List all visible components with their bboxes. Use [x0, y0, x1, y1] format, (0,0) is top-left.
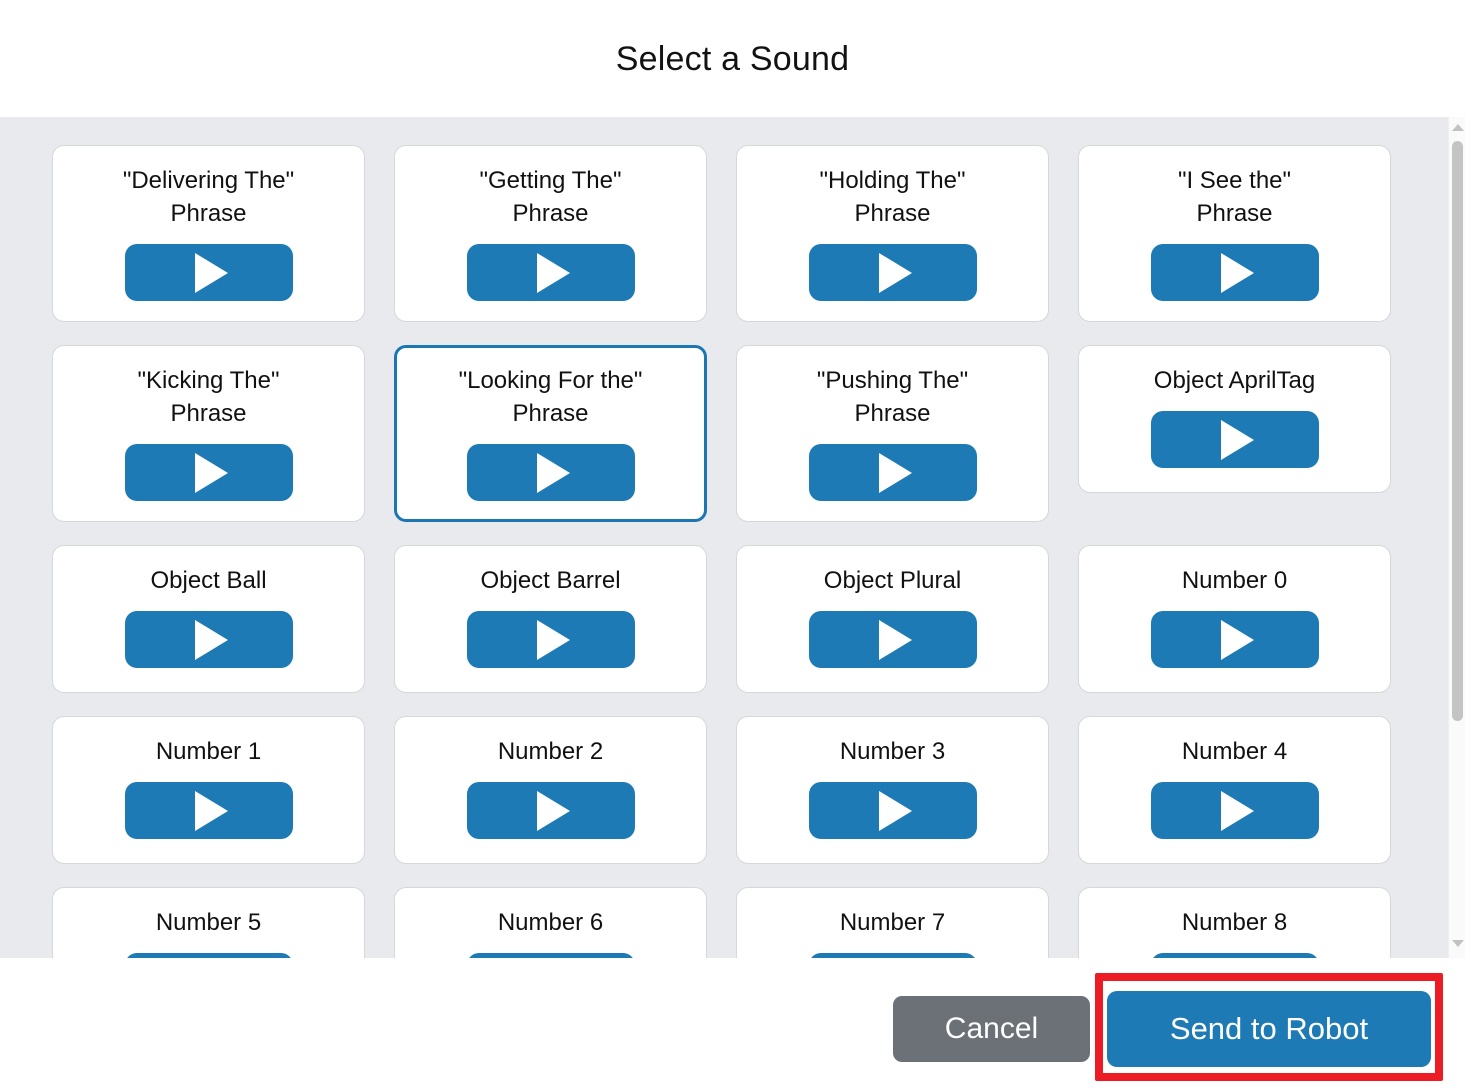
play-button[interactable]: [808, 244, 977, 301]
play-button[interactable]: [466, 782, 635, 839]
play-icon: [879, 790, 912, 831]
scroll-up-arrow-icon[interactable]: [1449, 119, 1465, 136]
sound-card[interactable]: Number 1: [52, 716, 365, 864]
sound-card-label: Number 4: [1181, 738, 1288, 765]
sound-card-label: "Kicking The" Phrase: [137, 367, 280, 427]
sound-card-label: Number 8: [1181, 909, 1288, 936]
play-button[interactable]: [1150, 782, 1319, 839]
play-button[interactable]: [124, 611, 293, 668]
chevron-down-icon: [1451, 940, 1464, 947]
sound-card[interactable]: Number 3: [736, 716, 1049, 864]
play-icon: [879, 619, 912, 660]
sound-card-label: Number 5: [155, 909, 262, 936]
play-icon: [195, 252, 228, 293]
sound-card[interactable]: Number 8: [1078, 887, 1391, 958]
play-button[interactable]: [1150, 411, 1319, 468]
play-button[interactable]: [124, 953, 293, 958]
play-icon: [537, 452, 570, 493]
sound-card[interactable]: "Looking For the" Phrase: [394, 345, 707, 522]
play-icon: [1221, 419, 1254, 460]
play-icon: [1221, 619, 1254, 660]
sound-card-label: Object AprilTag: [1153, 367, 1316, 394]
scroll-viewport: "Delivering The" Phrase "Getting The" Phr…: [0, 117, 1448, 958]
sound-card[interactable]: "Getting The" Phrase: [394, 145, 707, 322]
sound-card-label: Object Plural: [823, 567, 962, 594]
sound-card-label: Object Ball: [150, 567, 267, 594]
play-icon: [879, 452, 912, 493]
sound-card-label: Object Barrel: [480, 567, 621, 594]
play-button[interactable]: [124, 244, 293, 301]
sound-card[interactable]: Number 5: [52, 887, 365, 958]
play-button[interactable]: [808, 953, 977, 958]
play-icon: [195, 790, 228, 831]
sound-card-label: "Looking For the" Phrase: [458, 367, 643, 427]
sound-card-label: Number 6: [497, 909, 604, 936]
sound-card[interactable]: Number 2: [394, 716, 707, 864]
send-to-robot-button[interactable]: Send to Robot: [1107, 991, 1431, 1067]
sound-card[interactable]: Object Ball: [52, 545, 365, 693]
sound-card[interactable]: "Pushing The" Phrase: [736, 345, 1049, 522]
sound-card[interactable]: Object Plural: [736, 545, 1049, 693]
play-icon: [537, 252, 570, 293]
play-button[interactable]: [808, 444, 977, 501]
vertical-scrollbar[interactable]: [1448, 117, 1465, 958]
sound-card-label: "Holding The" Phrase: [819, 167, 966, 227]
play-button[interactable]: [124, 444, 293, 501]
sound-card[interactable]: "I See the" Phrase: [1078, 145, 1391, 322]
play-icon: [195, 452, 228, 493]
play-button[interactable]: [808, 611, 977, 668]
chevron-up-icon: [1451, 124, 1464, 131]
sound-card-label: "Delivering The" Phrase: [122, 167, 295, 227]
sound-card[interactable]: "Holding The" Phrase: [736, 145, 1049, 322]
sound-card[interactable]: Number 6: [394, 887, 707, 958]
page-title: Select a Sound: [615, 39, 850, 78]
scrollbar-thumb[interactable]: [1452, 141, 1463, 721]
sound-card[interactable]: "Kicking The" Phrase: [52, 345, 365, 522]
play-icon: [537, 790, 570, 831]
dialog-header: Select a Sound: [0, 0, 1465, 117]
sound-card[interactable]: Object AprilTag: [1078, 345, 1391, 493]
sound-card-label: Number 0: [1181, 567, 1288, 594]
scroll-down-arrow-icon[interactable]: [1449, 935, 1465, 952]
sound-card-label: Number 1: [155, 738, 262, 765]
sound-card-label: "I See the" Phrase: [1177, 167, 1292, 227]
sound-list-panel: "Delivering The" Phrase "Getting The" Phr…: [0, 117, 1465, 958]
play-button[interactable]: [124, 782, 293, 839]
play-button[interactable]: [1150, 953, 1319, 958]
play-button[interactable]: [466, 953, 635, 958]
sound-card[interactable]: Number 7: [736, 887, 1049, 958]
cancel-button[interactable]: Cancel: [893, 996, 1090, 1062]
play-icon: [1221, 790, 1254, 831]
sound-card[interactable]: "Delivering The" Phrase: [52, 145, 365, 322]
sound-card[interactable]: Number 0: [1078, 545, 1391, 693]
sound-card[interactable]: Object Barrel: [394, 545, 707, 693]
sound-card[interactable]: Number 4: [1078, 716, 1391, 864]
play-button[interactable]: [466, 611, 635, 668]
sound-card-label: Number 7: [839, 909, 946, 936]
play-button[interactable]: [1150, 244, 1319, 301]
play-icon: [879, 252, 912, 293]
sound-card-grid: "Delivering The" Phrase "Getting The" Phr…: [0, 117, 1448, 958]
sound-card-label: "Pushing The" Phrase: [816, 367, 969, 427]
play-icon: [195, 619, 228, 660]
play-icon: [537, 619, 570, 660]
play-button[interactable]: [466, 244, 635, 301]
sound-card-label: "Getting The" Phrase: [479, 167, 622, 227]
play-button[interactable]: [466, 444, 635, 501]
play-button[interactable]: [808, 782, 977, 839]
sound-card-label: Number 3: [839, 738, 946, 765]
sound-card-label: Number 2: [497, 738, 604, 765]
play-button[interactable]: [1150, 611, 1319, 668]
play-icon: [1221, 252, 1254, 293]
